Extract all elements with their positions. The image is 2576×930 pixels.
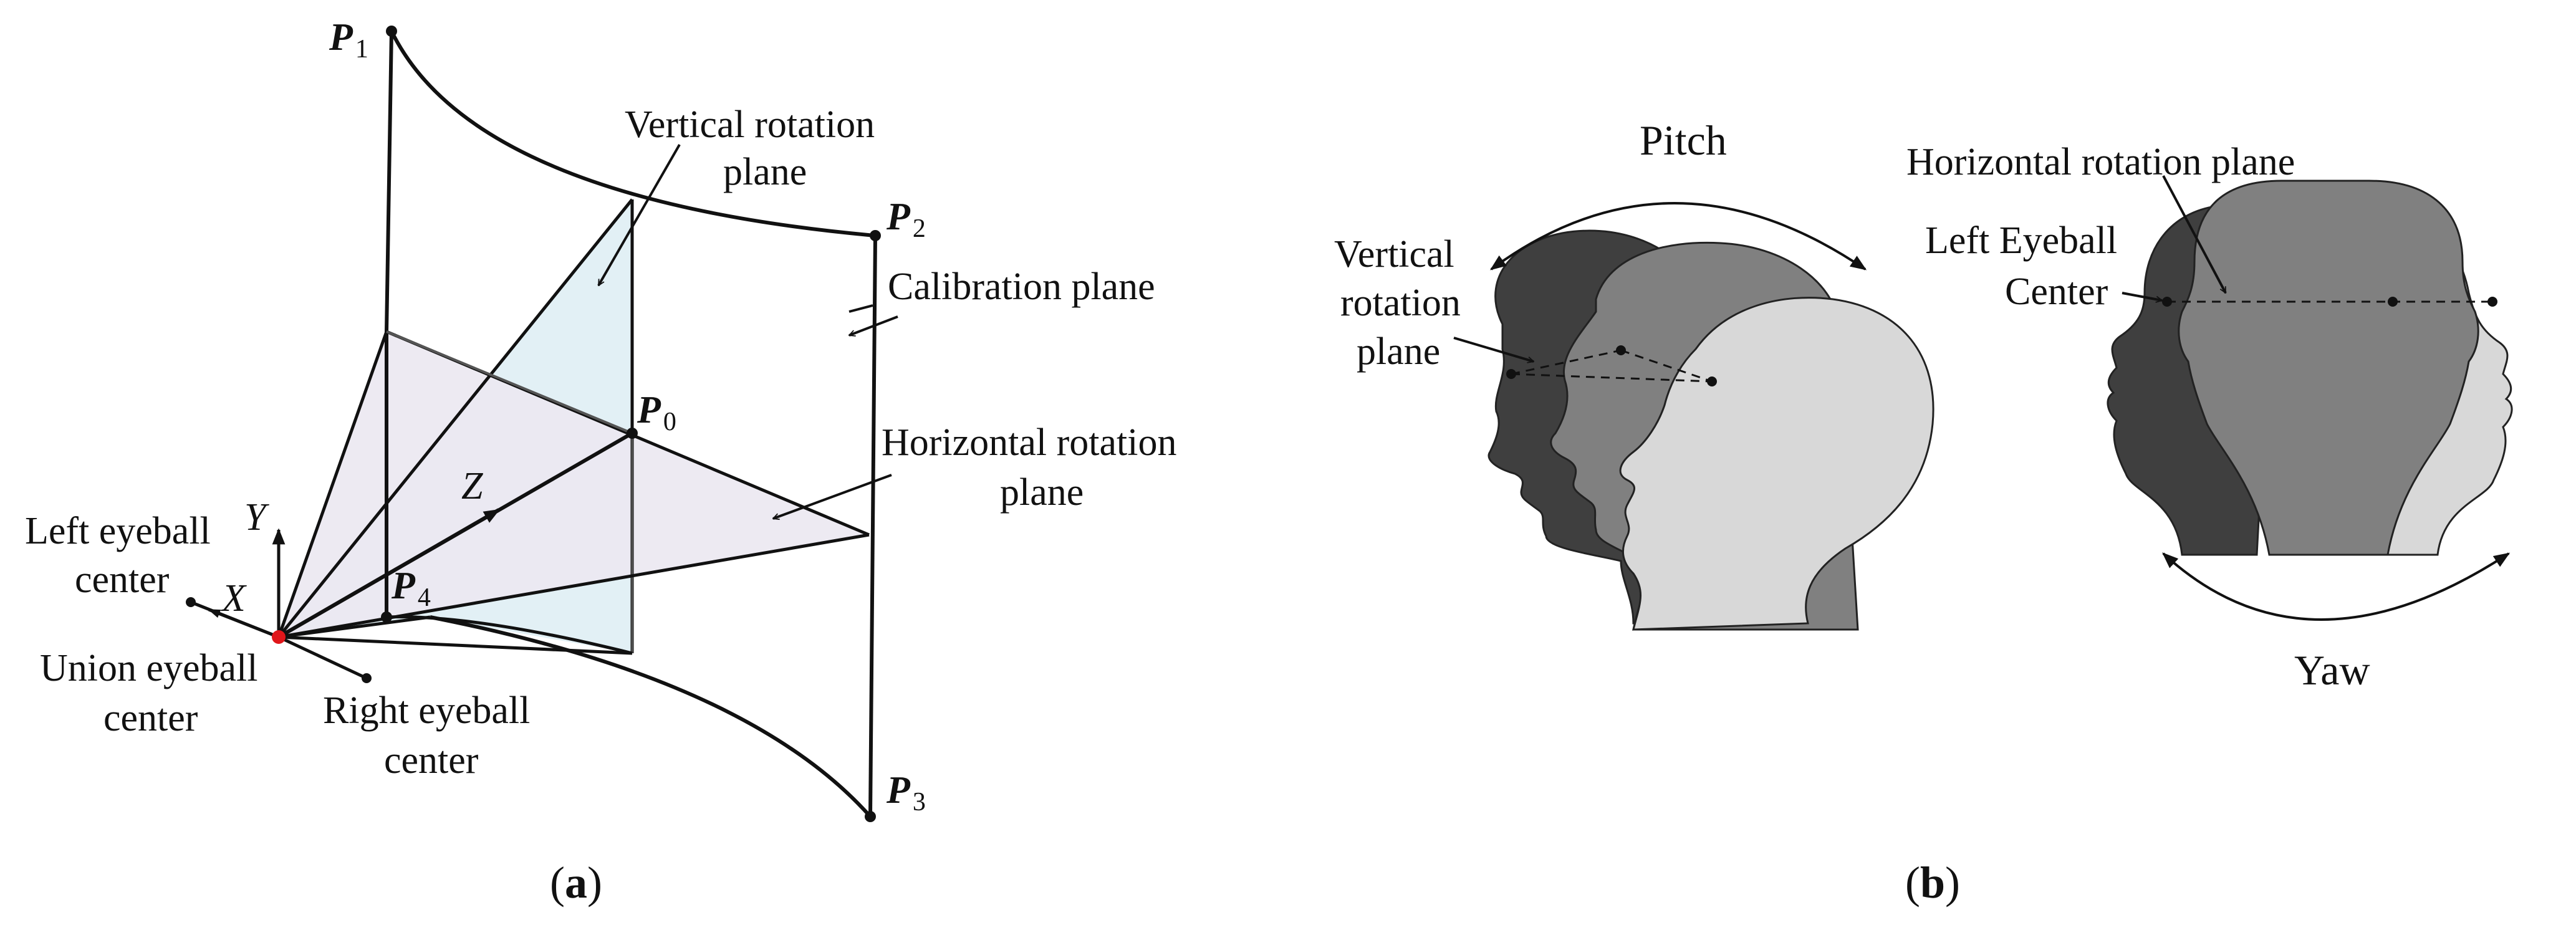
label-p3: P3 <box>886 769 926 817</box>
vertical-plane-label-2: plane <box>723 151 807 193</box>
caption-b: (b) <box>1905 858 1960 908</box>
calibration-plane-outline <box>385 30 877 818</box>
left-eyeball-label-1: Left eyeball <box>25 510 211 552</box>
right-eyeball-label-1: Right eyeball <box>323 689 530 732</box>
yaw-label: Yaw <box>2294 646 2370 694</box>
pitch-label: Pitch <box>1640 117 1727 164</box>
horizontal-plane-label: Horizontal rotation plane <box>1906 141 2295 183</box>
left-eyeball-center-label-2: Center <box>2005 271 2108 313</box>
panel-a: P1 P2 P3 P0 P4 Y X Z Vertical rotation p… <box>25 16 1176 908</box>
right-eyeball-point <box>362 673 372 683</box>
vertical-label-3: plane <box>1357 330 1440 373</box>
label-p2: P2 <box>886 196 926 243</box>
horizontal-rotation-plane <box>279 332 869 637</box>
vertical-label-2: rotation <box>1340 282 1461 324</box>
axis-label-y: Y <box>244 496 269 539</box>
left-eyeball-point <box>186 597 196 607</box>
calibration-plane-label: Calibration plane <box>888 266 1155 308</box>
label-p4: P4 <box>391 565 431 612</box>
point-p4 <box>381 611 392 623</box>
caption-a: (a) <box>550 858 602 908</box>
vertical-plane-dashed <box>1511 349 1713 383</box>
label-p1: P1 <box>329 16 368 64</box>
left-eyeball-label-2: center <box>75 558 170 601</box>
left-eyeball-center-label-1: Left Eyeball <box>1925 219 2117 262</box>
right-eyeball-label-2: center <box>384 739 479 782</box>
point-p2 <box>870 230 881 241</box>
vertical-label-1: Vertical <box>1334 233 1454 276</box>
point-p0 <box>627 428 638 439</box>
union-eyeball-label-1: Union eyeball <box>40 647 258 689</box>
pitch-heads <box>1487 229 1934 631</box>
pitch-arrow <box>1489 202 1867 271</box>
axis-label-z: Z <box>461 465 483 507</box>
yaw-heads <box>2107 180 2513 556</box>
yaw-arrow <box>2162 552 2511 621</box>
label-p0: P0 <box>637 389 676 436</box>
union-eyeball-label-2: center <box>103 697 198 739</box>
panel-b: Pitch Yaw Vertical rotation plane Horizo… <box>1334 117 2513 908</box>
axis-label-x: X <box>220 577 247 620</box>
union-eyeball-point <box>272 630 286 644</box>
horizontal-plane-label-2: plane <box>1000 471 1084 514</box>
vertical-plane-label-1: Vertical rotation <box>625 103 875 146</box>
point-p1 <box>386 26 397 37</box>
horizontal-plane-label-1: Horizontal rotation <box>882 421 1176 464</box>
point-p3 <box>865 811 876 822</box>
